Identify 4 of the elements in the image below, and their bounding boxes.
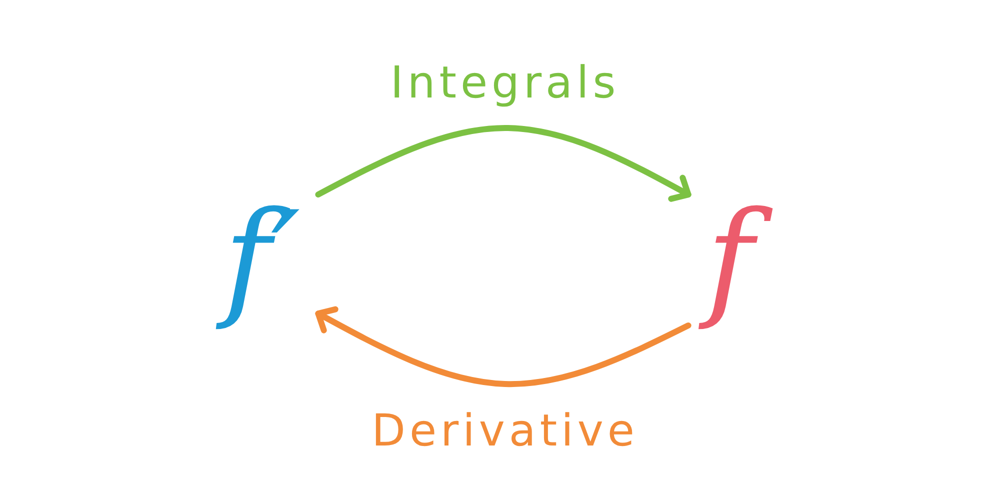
- function-symbol: f′: [206, 186, 318, 334]
- curved-arrow: [315, 125, 692, 202]
- function-symbol: f: [688, 186, 772, 334]
- curved-arrow: [315, 306, 692, 387]
